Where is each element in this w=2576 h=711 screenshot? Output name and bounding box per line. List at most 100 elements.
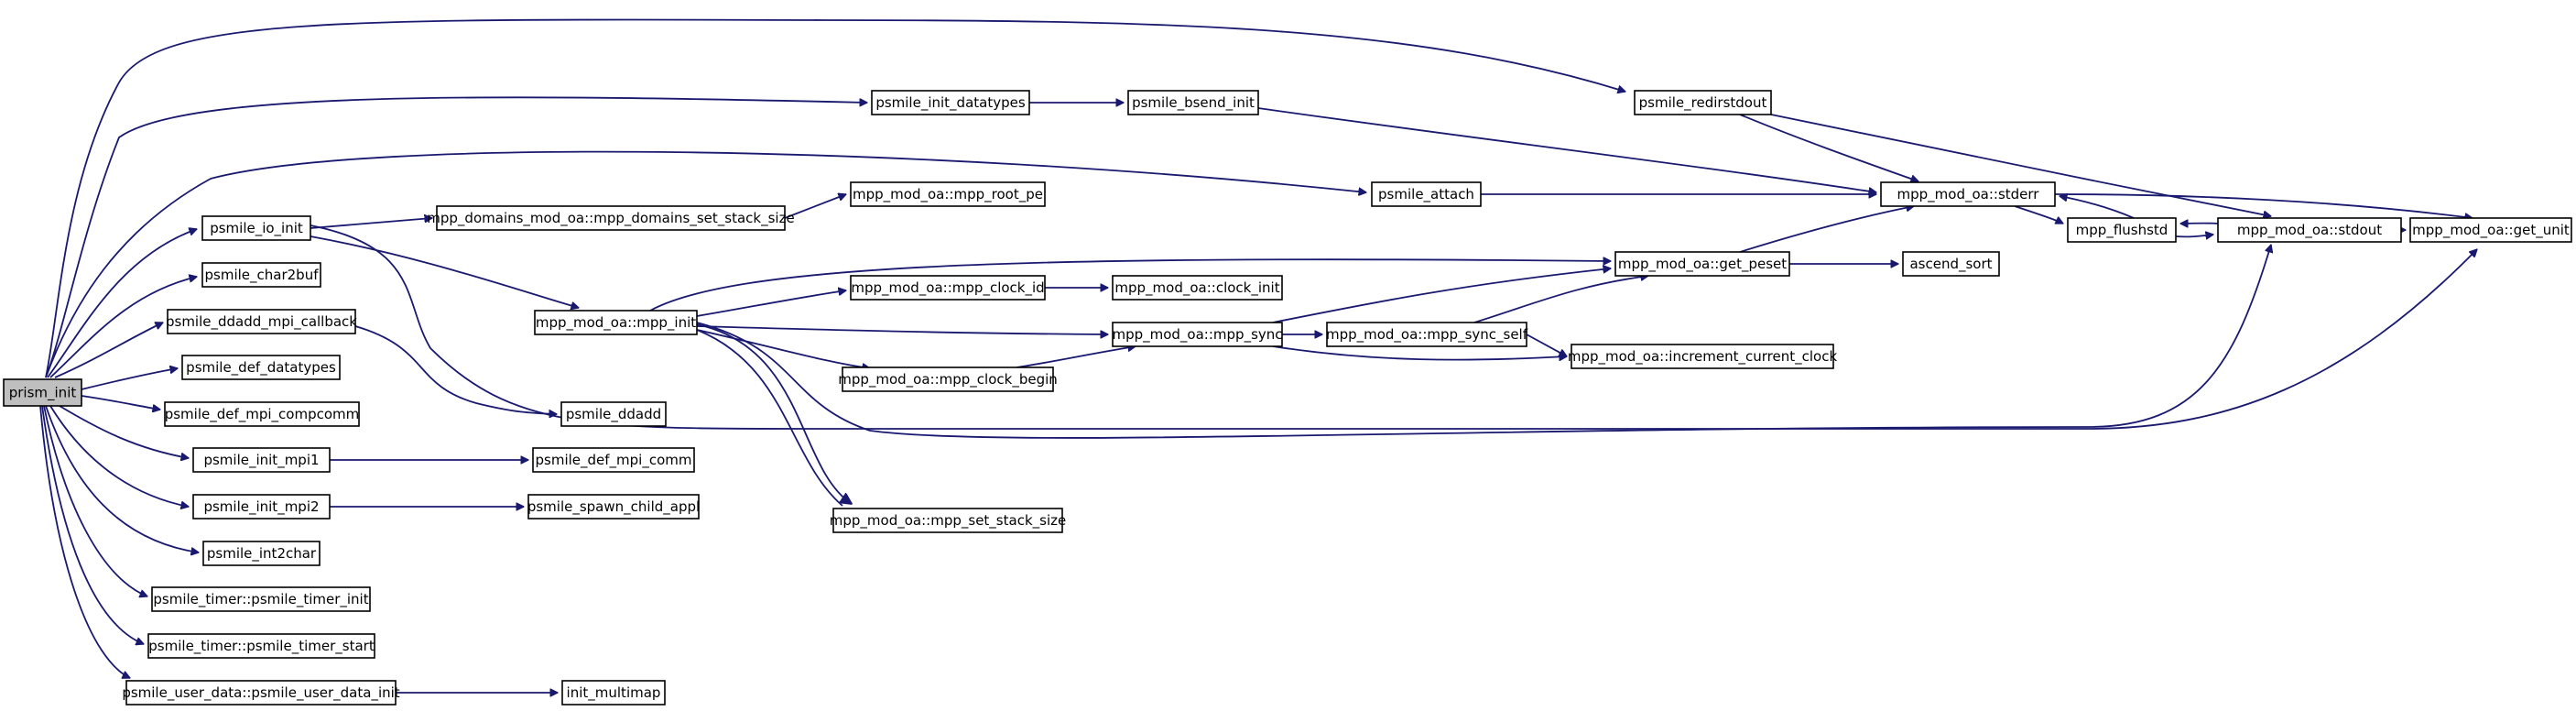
- node-label: psmile_ddadd_mpi_callback: [166, 313, 357, 331]
- node-box: [1880, 181, 2056, 207]
- node-psmile-def-mpi-comm[interactable]: psmile_def_mpi_comm: [532, 447, 695, 473]
- node-box: [164, 401, 360, 427]
- node-psmile-def-datatypes[interactable]: psmile_def_datatypes: [181, 355, 341, 380]
- node-mpp-clock-id[interactable]: mpp_mod_oa::mpp_clock_id: [850, 275, 1046, 301]
- node-box: [2067, 217, 2177, 243]
- node-box: [871, 90, 1030, 115]
- edge-prism_init-to-psmile_int2char: [45, 405, 199, 552]
- node-label: psmile_io_init: [210, 220, 303, 237]
- node-stdout[interactable]: mpp_mod_oa::stdout: [2217, 217, 2402, 243]
- node-label: ascend_sort: [1909, 256, 1992, 273]
- node-box: [202, 541, 321, 566]
- node-psmile-attach[interactable]: psmile_attach: [1371, 181, 1482, 207]
- node-mpp-sync-self[interactable]: mpp_mod_oa::mpp_sync_self: [1326, 322, 1528, 347]
- node-box: [561, 680, 666, 706]
- node-mpp-flushstd[interactable]: mpp_flushstd: [2067, 217, 2177, 243]
- node-label: mpp_mod_oa::mpp_clock_begin: [838, 371, 1058, 388]
- edge-stderr-to-get_unit: [2054, 193, 2473, 218]
- node-get-peset[interactable]: mpp_mod_oa::get_peset: [1614, 251, 1790, 277]
- node-label: psmile_def_datatypes: [186, 359, 336, 377]
- edge-prism_init-to-psmile_io_init: [47, 229, 197, 378]
- node-label: init_multimap: [567, 684, 661, 702]
- node-psmile-char2buf[interactable]: psmile_char2buf: [201, 262, 321, 288]
- node-psmile-init-mpi1[interactable]: psmile_init_mpi1: [192, 447, 331, 473]
- node-increment-current-clock[interactable]: mpp_mod_oa::increment_current_clock: [1568, 344, 1838, 369]
- edge-psmile_redirstdout-to-stdout: [1770, 114, 2271, 216]
- node-box: [527, 494, 700, 520]
- edge-psmile_io_init-to-mpp_init: [310, 235, 579, 308]
- edge-mpp_sync-to-increment_current_clock: [1272, 345, 1567, 360]
- node-label: psmile_def_mpi_compcomm: [165, 406, 360, 423]
- node-psmile-timer-start[interactable]: psmile_timer::psmile_timer_start: [147, 633, 375, 659]
- node-prism-init[interactable]: prism_init: [3, 378, 82, 407]
- node-box: [192, 494, 331, 520]
- node-box: [1571, 344, 1834, 369]
- node-psmile-init-mpi2[interactable]: psmile_init_mpi2: [192, 494, 331, 520]
- node-label: mpp_mod_oa::mpp_clock_id: [851, 279, 1044, 297]
- node-box: [850, 181, 1046, 207]
- edge-mpp_flushstd-to-stdout: [2175, 235, 2213, 236]
- node-box: [532, 447, 695, 473]
- node-box: [1112, 275, 1283, 301]
- node-mpp-root-pe[interactable]: mpp_mod_oa::mpp_root_pe: [850, 181, 1046, 207]
- node-psmile-bsend-init[interactable]: psmile_bsend_init: [1127, 90, 1259, 115]
- node-label: psmile_redirstdout: [1639, 94, 1767, 112]
- node-mpp-init[interactable]: mpp_mod_oa::mpp_init: [534, 310, 698, 335]
- node-label: mpp_mod_oa::increment_current_clock: [1568, 348, 1838, 366]
- edge-prism_init-to-psmile_def_mpi_compcomm: [81, 395, 160, 410]
- edge-mpp_init-to-get_peset: [649, 259, 1611, 312]
- edge-prism_init-to-psmile_char2buf: [49, 277, 197, 378]
- node-init-multimap[interactable]: init_multimap: [561, 680, 666, 706]
- node-label: psmile_timer::psmile_timer_start: [148, 638, 375, 655]
- edge-layer: [39, 18, 2477, 693]
- node-layer: prism_initpsmile_io_initpsmile_char2bufp…: [3, 90, 2572, 706]
- node-mpp-domains-set-stack-size[interactable]: mpp_domains_mod_oa::mpp_domains_set_stac…: [427, 205, 795, 231]
- edge-mpp_domains_set_stack_size-to-mpp_root_pe: [784, 194, 846, 219]
- edge-prism_init-to-psmile_init_datatypes: [45, 96, 867, 378]
- node-psmile-io-init[interactable]: psmile_io_init: [201, 215, 311, 241]
- edge-mpp_init-to-mpp_set_stack_size-secondary: [696, 329, 843, 507]
- edge-prism_init-to-psmile_init_mpi2: [49, 405, 189, 507]
- node-mpp-set-stack-size[interactable]: mpp_mod_oa::mpp_set_stack_size: [830, 508, 1066, 533]
- node-get-unit[interactable]: mpp_mod_oa::get_unit: [2409, 217, 2572, 243]
- node-label: mpp_mod_oa::stderr: [1897, 186, 2040, 203]
- node-label: mpp_mod_oa::mpp_root_pe: [853, 186, 1043, 203]
- edge-prism_init-to-psmile_attach: [45, 150, 1366, 378]
- node-label: psmile_char2buf: [205, 267, 320, 284]
- node-label: psmile_init_mpi2: [203, 498, 319, 516]
- node-psmile-init-datatypes[interactable]: psmile_init_datatypes: [871, 90, 1030, 115]
- node-psmile-redirstdout[interactable]: psmile_redirstdout: [1634, 90, 1772, 115]
- node-psmile-int2char[interactable]: psmile_int2char: [202, 541, 321, 566]
- node-mpp-sync[interactable]: mpp_mod_oa::mpp_sync: [1112, 322, 1283, 347]
- node-psmile-ddadd[interactable]: psmile_ddadd: [560, 401, 667, 427]
- node-box: [2217, 217, 2402, 243]
- node-psmile-def-mpi-compcomm[interactable]: psmile_def_mpi_compcomm: [164, 401, 360, 427]
- edge-psmile_ddadd_mpi_callback-to-psmile_ddadd: [354, 325, 557, 414]
- node-box: [201, 215, 311, 241]
- node-box: [436, 205, 786, 231]
- node-stderr[interactable]: mpp_mod_oa::stderr: [1880, 181, 2056, 207]
- node-label: prism_init: [9, 385, 77, 402]
- node-clock-init[interactable]: mpp_mod_oa::clock_init: [1112, 275, 1283, 301]
- node-ascend-sort[interactable]: ascend_sort: [1902, 251, 2000, 277]
- node-box: [560, 401, 667, 427]
- node-label: mpp_mod_oa::clock_init: [1114, 279, 1279, 297]
- node-box: [1634, 90, 1772, 115]
- edge-mpp_sync-to-get_peset: [1272, 268, 1611, 323]
- node-psmile-ddadd-mpi-callback[interactable]: psmile_ddadd_mpi_callback: [166, 309, 357, 334]
- node-box: [1326, 322, 1527, 347]
- node-box: [534, 310, 698, 335]
- node-label: psmile_user_data::psmile_user_data_init: [122, 684, 399, 702]
- node-box: [181, 355, 341, 380]
- edge-mpp_flushstd-to-stderr: [2060, 196, 2135, 219]
- node-box: [1902, 251, 2000, 277]
- node-label: mpp_mod_oa::get_peset: [1618, 256, 1787, 273]
- node-psmile-user-data-init[interactable]: psmile_user_data::psmile_user_data_init: [122, 680, 400, 706]
- edge-mpp_sync_self-to-increment_current_clock: [1526, 334, 1567, 357]
- node-psmile-spawn-child-appl[interactable]: psmile_spawn_child_appl: [527, 494, 700, 520]
- node-box: [1614, 251, 1790, 277]
- node-psmile-timer-init[interactable]: psmile_timer::psmile_timer_init: [151, 586, 371, 612]
- node-box: [1371, 181, 1482, 207]
- node-mpp-clock-begin[interactable]: mpp_mod_oa::mpp_clock_begin: [838, 366, 1058, 392]
